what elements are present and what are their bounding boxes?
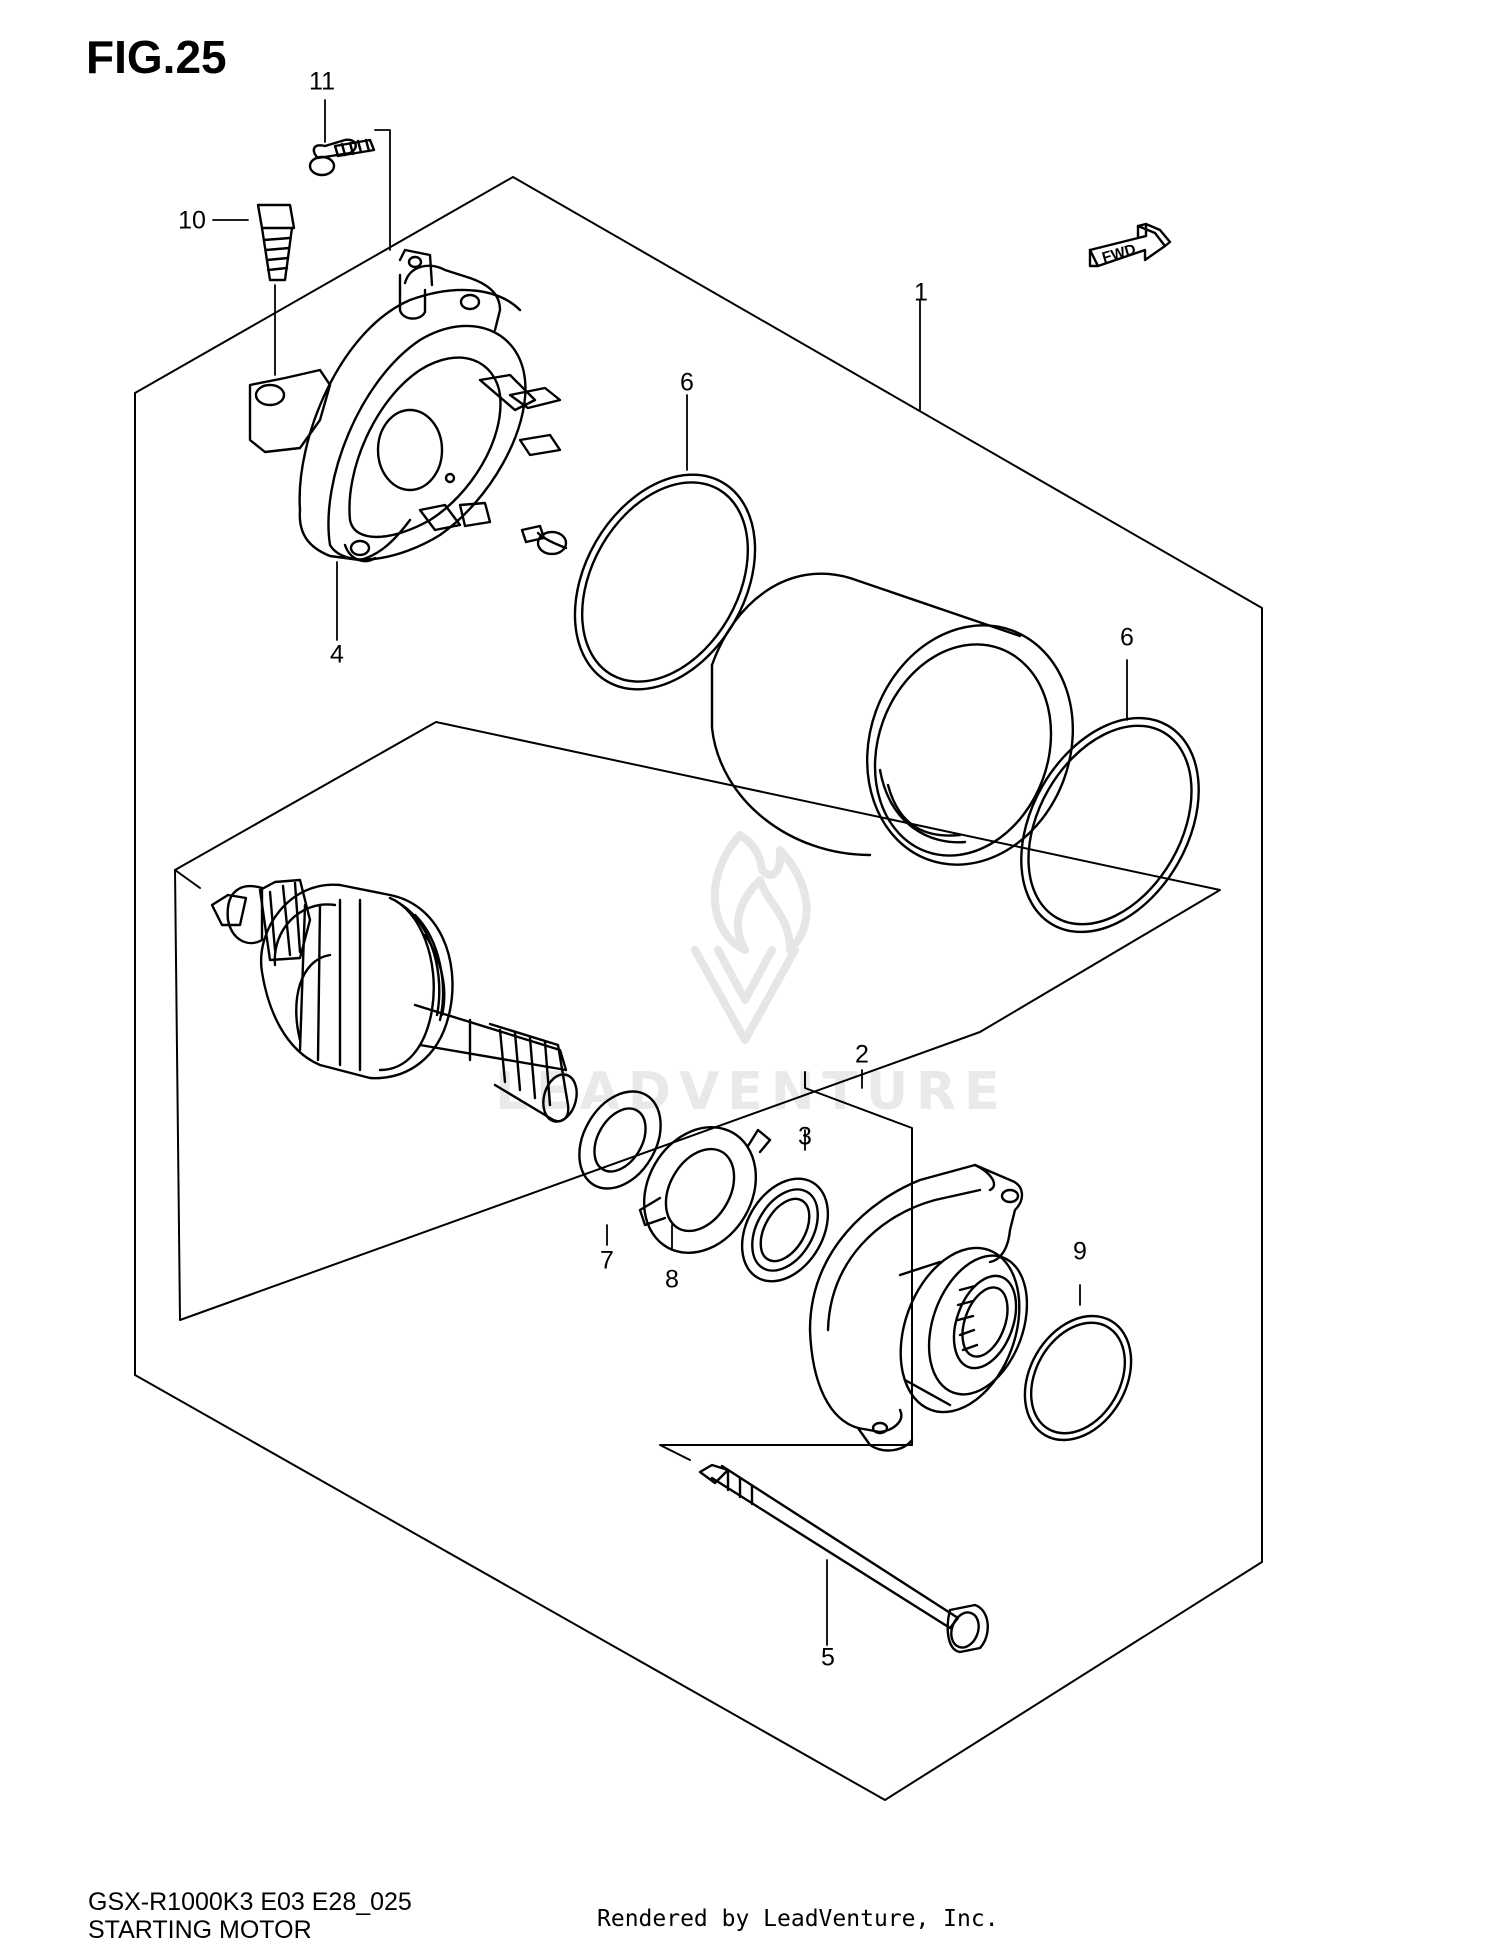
- oil-seal-3: [740, 1177, 830, 1283]
- callout-7: 7: [600, 1246, 614, 1275]
- fwd-label: FWD: [1100, 241, 1138, 267]
- callout-6-lower: 6: [1120, 623, 1134, 652]
- callout-9: 9: [1073, 1237, 1087, 1266]
- watermark-text: LEADVENTURE: [495, 1062, 1008, 1122]
- leader-lines: [212, 99, 1128, 1646]
- callout-2: 2: [855, 1040, 869, 1069]
- callout-11: 11: [309, 67, 335, 96]
- front-bracket-2: [808, 1163, 1029, 1452]
- rear-bracket-4: [248, 248, 562, 563]
- callout-6-upper: 6: [680, 368, 694, 397]
- yoke-housing-1: [710, 572, 1075, 866]
- assembly-name: STARTING MOTOR: [88, 1916, 312, 1944]
- o-ring-6-upper: [573, 473, 757, 691]
- lock-washer-8: [638, 1126, 772, 1254]
- callout-3: 3: [798, 1122, 812, 1151]
- through-bolt-5: [698, 1463, 989, 1654]
- callout-8: 8: [665, 1265, 679, 1294]
- flame-logo-icon: [691, 831, 811, 1044]
- callout-1: 1: [914, 278, 928, 307]
- bolt-10: [256, 203, 296, 282]
- callout-4: 4: [330, 640, 344, 669]
- screw-11: [308, 138, 376, 177]
- forward-arrow-icon: FWD: [1088, 222, 1172, 268]
- callout-5: 5: [821, 1643, 835, 1672]
- callout-10: 10: [178, 206, 206, 235]
- render-credit: Rendered by LeadVenture, Inc.: [597, 1906, 999, 1932]
- model-code: GSX-R1000K3 E03 E28_025: [88, 1888, 412, 1916]
- brush-screw: [520, 524, 568, 556]
- o-ring-6-lower: [1020, 716, 1200, 934]
- assembly-outline-box: [134, 176, 1263, 1801]
- armature: [210, 878, 578, 1123]
- figure-title: FIG.25: [86, 31, 227, 83]
- armature-group-outline: [174, 721, 1221, 1321]
- o-ring-9: [1023, 1314, 1133, 1442]
- washer-7: [578, 1090, 662, 1190]
